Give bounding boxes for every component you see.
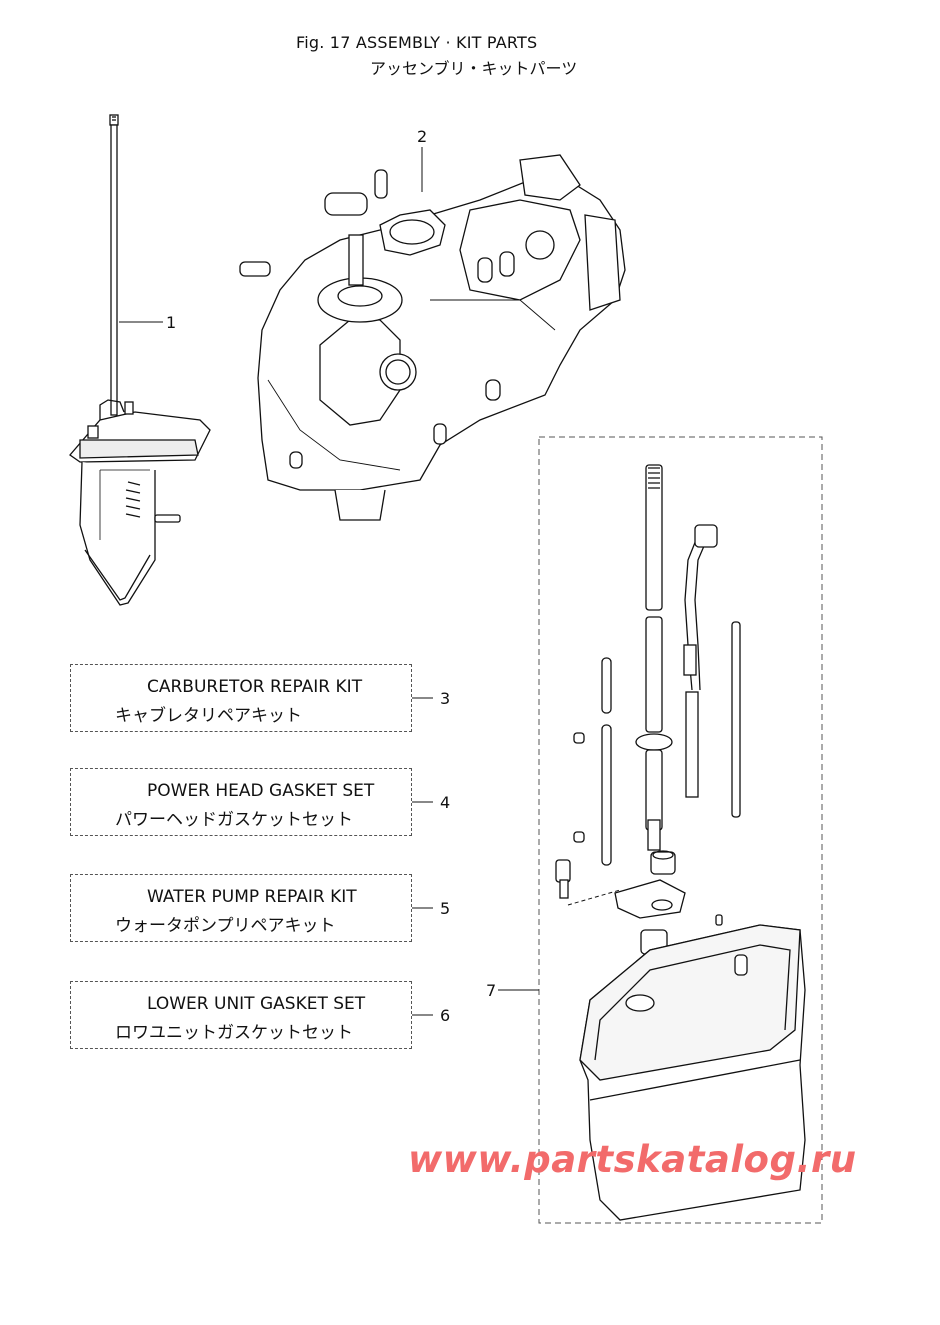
kit-name-en: CARBURETOR REPAIR KIT bbox=[147, 677, 363, 697]
lower-unit-parts-drawing bbox=[555, 464, 806, 1221]
kit-box-lower-unit-gasket: LOWER UNIT GASKET SET ロワユニットガスケットセット bbox=[70, 981, 412, 1049]
figure-title: Fig. 17 ASSEMBLY · KIT PARTS bbox=[296, 33, 538, 52]
callout-number-3: 3 bbox=[440, 689, 451, 708]
kit-box-water-pump: WATER PUMP REPAIR KIT ウォータポンプリペアキット bbox=[70, 874, 412, 942]
kit-name-jp: パワーヘッドガスケットセット bbox=[115, 810, 353, 830]
kit-name-jp: キャブレタリペアキット bbox=[115, 706, 302, 726]
callout-number-1: 1 bbox=[166, 313, 177, 332]
callout-number-7: 7 bbox=[486, 981, 497, 1000]
kit-name-en: LOWER UNIT GASKET SET bbox=[147, 994, 366, 1014]
callout-number-5: 5 bbox=[440, 899, 451, 918]
power-head-drawing bbox=[239, 154, 626, 521]
kit-name-en: WATER PUMP REPAIR KIT bbox=[147, 887, 357, 907]
drive-shaft-assembly-drawing bbox=[69, 114, 211, 606]
figure-subtitle: アッセンブリ・キットパーツ bbox=[370, 59, 578, 78]
kit-group-7-frame bbox=[538, 436, 823, 1224]
kit-box-carburetor: CARBURETOR REPAIR KIT キャブレタリペアキット bbox=[70, 664, 412, 732]
callout-number-4: 4 bbox=[440, 793, 451, 812]
kit-name-jp: ロワユニットガスケットセット bbox=[115, 1023, 353, 1043]
watermark-link[interactable]: www.partskatalog.ru bbox=[408, 1138, 857, 1181]
kit-name-en: POWER HEAD GASKET SET bbox=[147, 781, 375, 801]
kit-name-jp: ウォータポンプリペアキット bbox=[115, 916, 336, 936]
callout-number-6: 6 bbox=[440, 1006, 451, 1025]
callout-number-2: 2 bbox=[417, 127, 428, 146]
kit-box-power-head-gasket: POWER HEAD GASKET SET パワーヘッドガスケットセット bbox=[70, 768, 412, 836]
